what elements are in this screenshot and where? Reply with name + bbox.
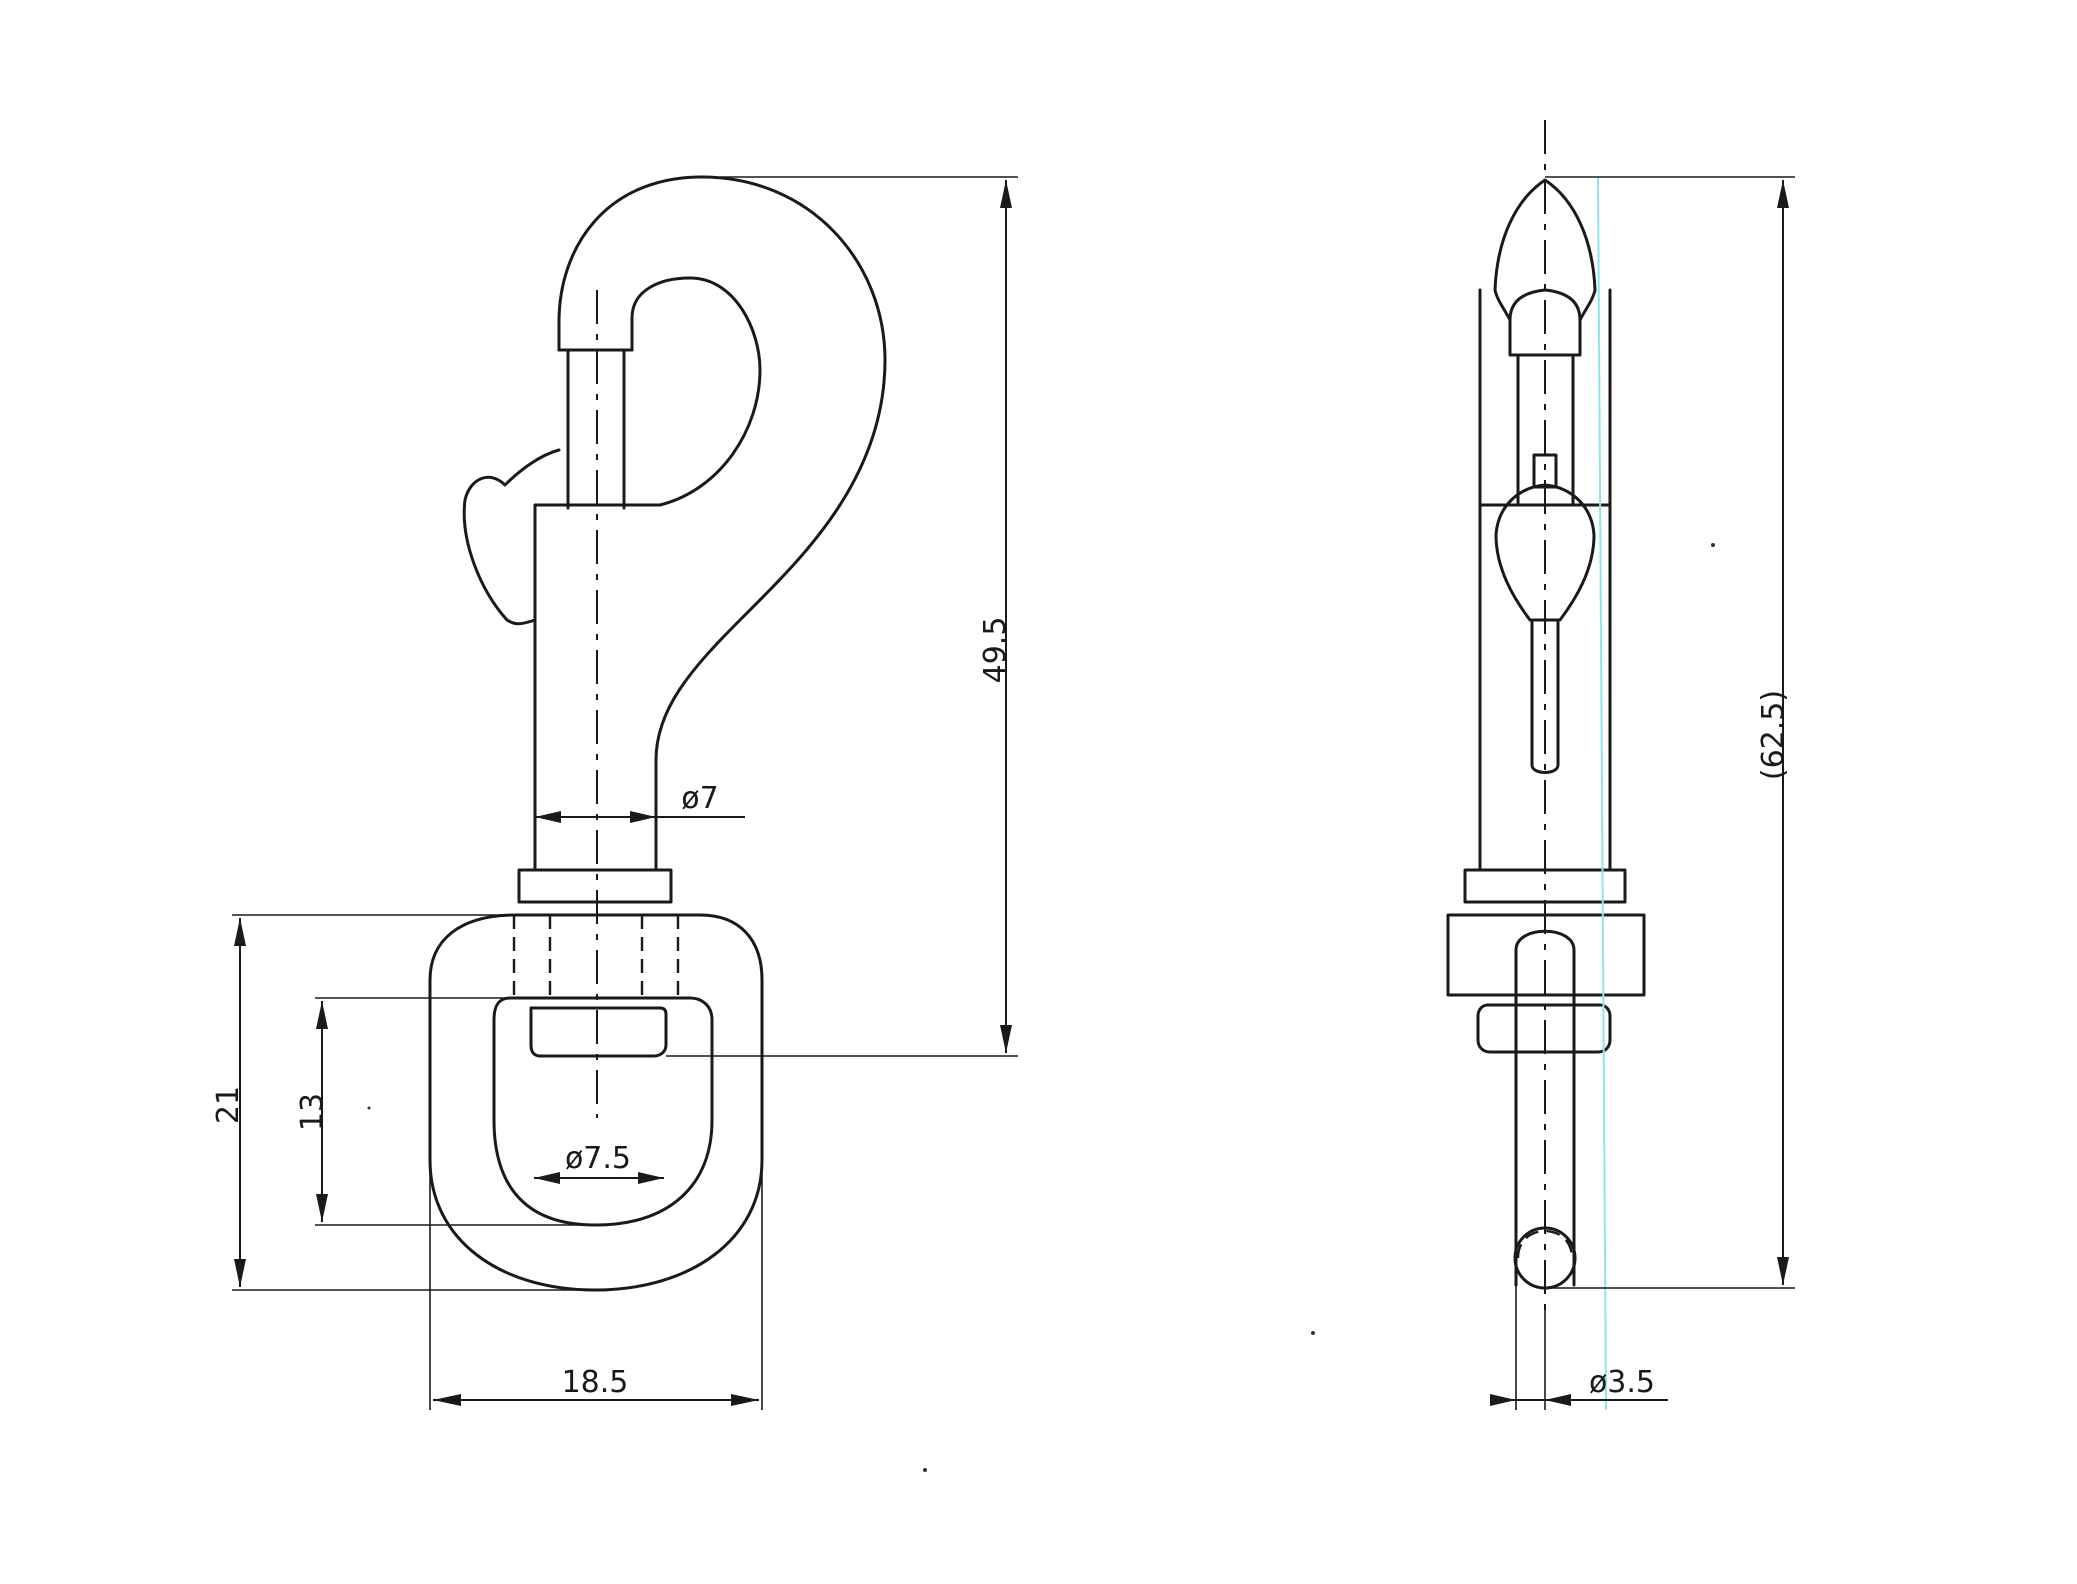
arrow bbox=[630, 811, 656, 823]
arrow bbox=[433, 1394, 461, 1406]
dim-label-21: 21 bbox=[211, 1086, 246, 1124]
dim-label-62-5: (62.5) bbox=[1756, 690, 1791, 780]
construction-line bbox=[1597, 176, 1607, 1411]
dim-label-3-5: ø3.5 bbox=[1589, 1365, 1655, 1400]
dim-label-13: 13 bbox=[295, 1093, 330, 1131]
arrow bbox=[731, 1394, 759, 1406]
scan-speck bbox=[367, 1106, 371, 1110]
arrow bbox=[638, 1172, 664, 1184]
arrow bbox=[234, 918, 246, 946]
arrow bbox=[234, 1259, 246, 1287]
hook-outline bbox=[557, 175, 887, 872]
arrow bbox=[316, 1001, 328, 1029]
scan-speck bbox=[923, 1468, 927, 1472]
eye-inner bbox=[492, 996, 714, 1227]
rivet-head bbox=[529, 1006, 668, 1058]
hook-inner-curve bbox=[630, 276, 762, 507]
arrow bbox=[1000, 180, 1012, 208]
side-view: (62.5) ø3.5 bbox=[1446, 120, 1795, 1411]
arrow bbox=[316, 1194, 328, 1222]
collar bbox=[517, 868, 673, 904]
gate-lever bbox=[462, 448, 561, 626]
stem-body bbox=[533, 503, 662, 872]
arrow bbox=[1545, 1394, 1571, 1406]
side-rivet-head bbox=[1476, 1003, 1612, 1054]
side-nose bbox=[1493, 178, 1597, 357]
arrow bbox=[1777, 1257, 1789, 1285]
dim-label-49-5: 49.5 bbox=[978, 617, 1013, 684]
scan-speck bbox=[1711, 543, 1715, 547]
arrow bbox=[534, 1172, 560, 1184]
arrow bbox=[1777, 180, 1789, 208]
side-wire-hidden bbox=[1516, 1229, 1574, 1259]
dim-label-7: ø7 bbox=[681, 781, 718, 816]
front-view: 49.5 ø7 21 13 ø7.5 18.5 bbox=[211, 175, 1018, 1410]
dim-label-18-5: 18.5 bbox=[562, 1365, 629, 1400]
dim-label-7-5: ø7.5 bbox=[565, 1141, 631, 1176]
side-gate-stem bbox=[1530, 618, 1560, 774]
scan-speck bbox=[1311, 1331, 1315, 1335]
arrow bbox=[1490, 1394, 1516, 1406]
arrow bbox=[535, 811, 561, 823]
arrow bbox=[1000, 1025, 1012, 1053]
